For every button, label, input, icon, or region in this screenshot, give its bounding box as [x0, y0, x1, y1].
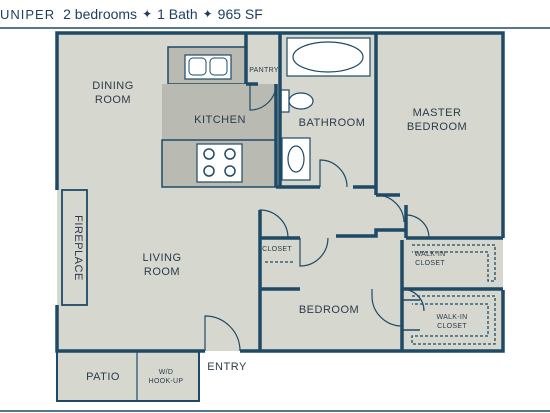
master-bedroom-label: MASTER: [413, 107, 462, 119]
bedroom-label: BEDROOM: [299, 304, 359, 316]
vanity-icon: [281, 137, 311, 181]
walkin-closet-label: WALK-IN: [414, 251, 445, 258]
closet-shelves: [265, 244, 496, 345]
wd-hookup-label: HOOK-UP: [149, 378, 184, 385]
plan-header: UNIPER 2 bedrooms ✦ 1 Bath ✦ 965 SF: [0, 0, 550, 28]
dining-room-label: DINING: [92, 80, 134, 92]
wd-hookup-label: W/D: [159, 369, 174, 376]
walkin-closet-label: CLOSET: [415, 260, 445, 267]
walkin-closet-label: CLOSET: [437, 323, 467, 330]
living-room-label: LIVING: [142, 252, 181, 264]
pantry-label: PANTRY: [249, 67, 279, 74]
door-swings: [204, 83, 430, 352]
entry-label: ENTRY: [207, 361, 247, 373]
bathtub-icon: [286, 37, 371, 77]
plan-name: UNIPER: [0, 6, 56, 22]
bathroom-label: BATHROOM: [299, 117, 366, 129]
fireplace-label: FIREPLACE: [72, 215, 84, 281]
kitchen-label: KITCHEN: [194, 114, 246, 126]
bath-count: 1 Bath: [157, 6, 198, 22]
fireplace-box: [61, 189, 88, 306]
patio-label: PATIO: [86, 371, 120, 383]
master-bedroom-label: BEDROOM: [407, 121, 467, 133]
bedroom-count: 2 bedrooms: [63, 6, 138, 22]
walls: [55, 31, 505, 402]
sink-icon: [184, 54, 232, 80]
separator-icon: ✦: [142, 7, 153, 21]
dining-room-label: ROOM: [95, 94, 131, 106]
living-room-label: ROOM: [144, 266, 180, 278]
walkin-closet-label: WALK-IN: [436, 314, 467, 321]
stove-icon: [196, 143, 243, 183]
square-footage: 965 SF: [217, 6, 263, 22]
separator-icon: ✦: [202, 7, 213, 21]
closet-label: CLOSET: [262, 246, 292, 253]
